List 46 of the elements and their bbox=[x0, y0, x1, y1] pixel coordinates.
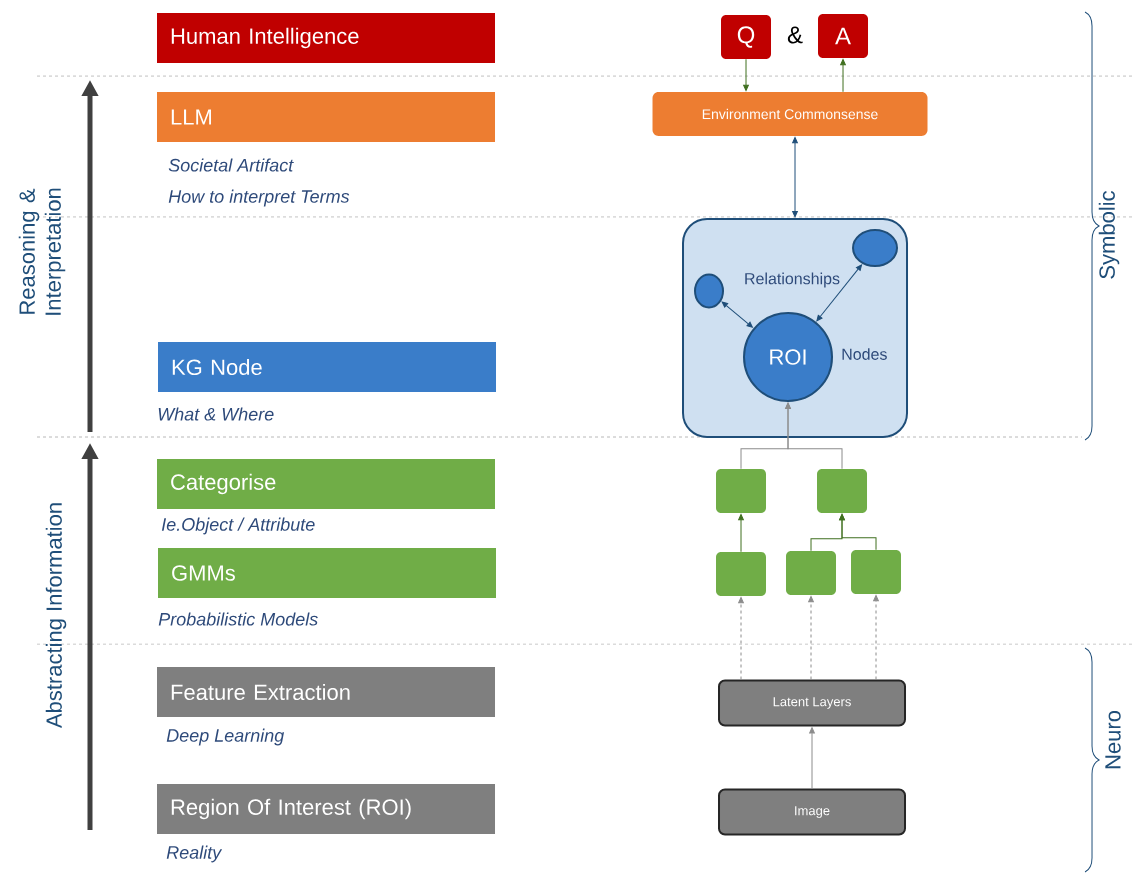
arrow bbox=[873, 595, 879, 680]
level-description: Ie.Object / Attribute bbox=[161, 517, 315, 535]
level-band: Region Of Interest (ROI) bbox=[157, 784, 495, 834]
arrow bbox=[792, 136, 798, 218]
level-band: LLM bbox=[157, 92, 495, 142]
relationship-label: Relationships bbox=[745, 272, 840, 288]
level-band: GMMs bbox=[158, 548, 496, 598]
brace-label: Symbolic bbox=[1098, 190, 1120, 279]
arrow bbox=[785, 402, 843, 470]
model-box bbox=[851, 550, 901, 594]
brace-label: Neuro bbox=[1105, 711, 1121, 769]
arrow bbox=[809, 727, 815, 789]
process-box: Image bbox=[718, 788, 906, 836]
letter-box: A bbox=[818, 14, 868, 58]
level-description: Probabilistic Models bbox=[158, 612, 318, 626]
node-caption: Nodes bbox=[842, 348, 887, 360]
level-band: Human Intelligence bbox=[157, 13, 495, 63]
arrow bbox=[839, 514, 877, 551]
arrow bbox=[816, 264, 863, 322]
model-box bbox=[786, 551, 836, 595]
level-band: KG Node bbox=[158, 342, 496, 392]
arrow bbox=[808, 596, 814, 680]
graph-node: ROI bbox=[743, 312, 833, 402]
level-description: Societal Artifact bbox=[168, 158, 294, 172]
graph-node bbox=[852, 229, 898, 267]
graph-node bbox=[694, 273, 724, 309]
level-description: What & Where bbox=[158, 407, 274, 421]
model-box bbox=[716, 469, 766, 513]
axis-label: Abstracting Information bbox=[45, 503, 67, 729]
level-description: Deep Learning bbox=[166, 728, 285, 746]
ampersand: & bbox=[787, 26, 803, 44]
process-box: Environment Commonsense bbox=[652, 92, 928, 136]
letter-box: Q bbox=[721, 15, 771, 59]
level-description: How to interpret Terms bbox=[168, 189, 350, 207]
level-band: Feature Extraction bbox=[157, 667, 495, 717]
process-box: Latent Layers bbox=[718, 679, 906, 727]
arrow bbox=[840, 58, 846, 93]
arrow bbox=[721, 301, 753, 328]
axis-label: Reasoning & Interpretation bbox=[18, 188, 66, 315]
model-box bbox=[817, 469, 867, 513]
level-description: Reality bbox=[166, 845, 223, 863]
arrow bbox=[738, 597, 744, 680]
level-band: Categorise bbox=[157, 459, 495, 509]
model-box bbox=[716, 552, 766, 596]
arrow bbox=[743, 58, 749, 92]
arrow bbox=[738, 514, 744, 553]
